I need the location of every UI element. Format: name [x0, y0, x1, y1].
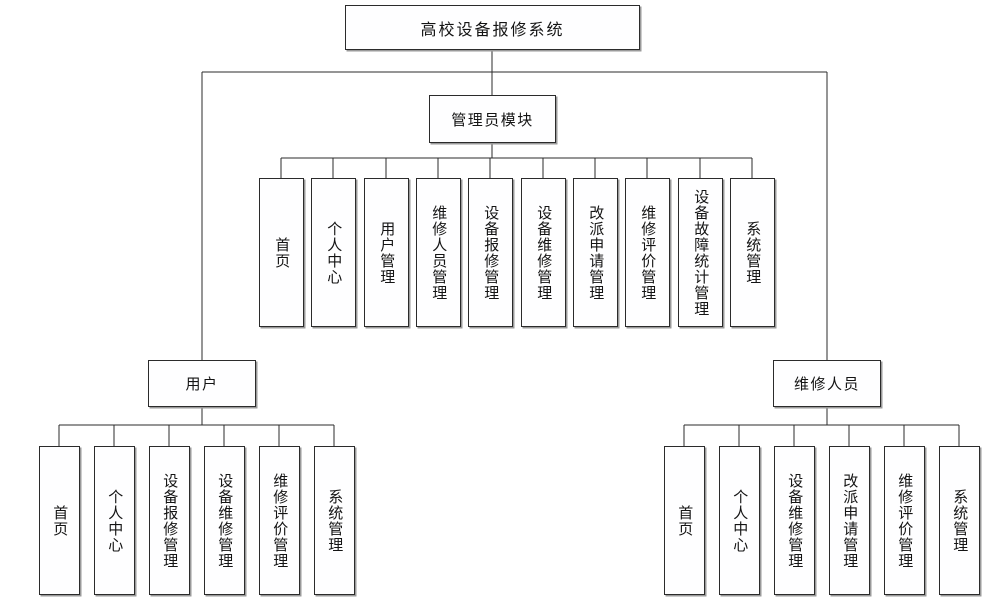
node-label: 个人中心: [325, 220, 344, 285]
node-label: 个人中心: [106, 488, 125, 553]
node-label: 高校设备报修系统: [420, 19, 565, 39]
node-label: 设备报修管理: [161, 472, 180, 569]
node-root-system[interactable]: 高校设备报修系统: [345, 5, 640, 50]
node-admin-module[interactable]: 管理员模块: [429, 95, 556, 143]
node-admin-child-7[interactable]: 改派申请管理: [573, 178, 618, 327]
node-label: 系统管理: [326, 488, 345, 553]
node-label: 首页: [676, 504, 695, 537]
node-admin-child-6[interactable]: 设备维修管理: [521, 178, 566, 327]
node-label: 个人中心: [731, 488, 750, 553]
node-user-child-4[interactable]: 设备维修管理: [204, 446, 245, 595]
node-admin-child-3[interactable]: 用户管理: [364, 178, 409, 327]
node-label: 首页: [51, 504, 70, 537]
node-admin-child-1[interactable]: 首页: [259, 178, 304, 327]
node-admin-child-5[interactable]: 设备报修管理: [468, 178, 513, 327]
node-label: 维修人员管理: [430, 204, 449, 301]
node-user-child-1[interactable]: 首页: [39, 446, 80, 595]
node-repairman-module[interactable]: 维修人员: [773, 360, 881, 407]
node-label: 用户: [185, 375, 219, 393]
node-label: 设备维修管理: [216, 472, 235, 569]
node-user-child-2[interactable]: 个人中心: [94, 446, 135, 595]
node-admin-child-9[interactable]: 设备故障统计管理: [678, 178, 723, 327]
node-label: 改派申请管理: [841, 472, 860, 569]
node-label: 维修评价管理: [896, 472, 915, 569]
node-label: 设备故障统计管理: [692, 188, 711, 317]
node-user-child-5[interactable]: 维修评价管理: [259, 446, 300, 595]
node-user-module[interactable]: 用户: [148, 360, 256, 407]
node-admin-child-4[interactable]: 维修人员管理: [416, 178, 461, 327]
node-repairman-child-1[interactable]: 首页: [664, 446, 705, 595]
node-admin-child-8[interactable]: 维修评价管理: [625, 178, 670, 327]
node-label: 用户管理: [378, 220, 397, 285]
node-repairman-child-5[interactable]: 维修评价管理: [884, 446, 925, 595]
node-admin-child-2[interactable]: 个人中心: [311, 178, 356, 327]
node-repairman-child-4[interactable]: 改派申请管理: [829, 446, 870, 595]
node-user-child-6[interactable]: 系统管理: [314, 446, 355, 595]
node-label: 系统管理: [951, 488, 970, 553]
node-label: 维修评价管理: [271, 472, 290, 569]
node-label: 管理员模块: [451, 110, 534, 129]
node-label: 设备维修管理: [786, 472, 805, 569]
node-repairman-child-2[interactable]: 个人中心: [719, 446, 760, 595]
node-label: 维修人员: [793, 375, 860, 393]
node-user-child-3[interactable]: 设备报修管理: [149, 446, 190, 595]
node-admin-child-10[interactable]: 系统管理: [730, 178, 775, 327]
node-label: 系统管理: [744, 220, 763, 285]
node-label: 设备维修管理: [535, 204, 554, 301]
node-label: 设备报修管理: [482, 204, 501, 301]
node-label: 维修评价管理: [639, 204, 658, 301]
node-label: 首页: [273, 236, 292, 269]
node-label: 改派申请管理: [587, 204, 606, 301]
node-repairman-child-3[interactable]: 设备维修管理: [774, 446, 815, 595]
node-repairman-child-6[interactable]: 系统管理: [939, 446, 980, 595]
